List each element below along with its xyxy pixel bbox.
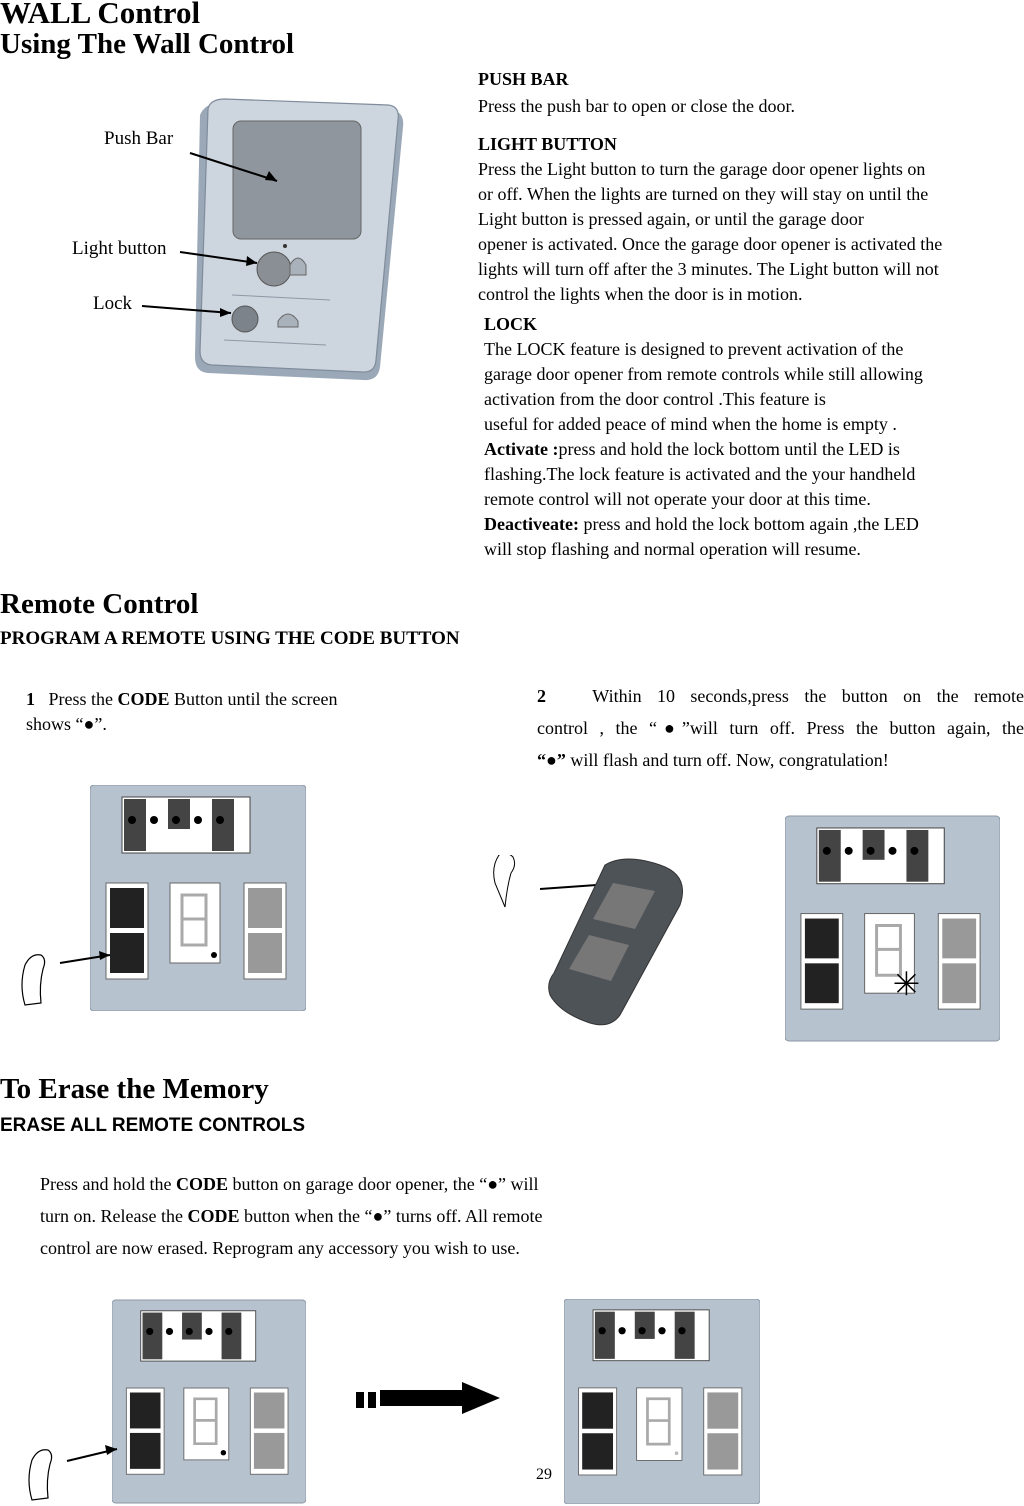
push-bar-text: Press the push bar to open or close the …	[478, 96, 795, 116]
step2-number: 2	[537, 686, 546, 706]
page-subtitle: Using The Wall Control	[0, 28, 295, 60]
erase-l1-pre: Press and hold the	[40, 1174, 176, 1194]
step2-line3: will flash and turn off. Now, congratula…	[565, 750, 889, 770]
erase-l1-post: button on garage door opener, the “●” wi…	[228, 1174, 539, 1194]
text-line: The LOCK feature is designed to prevent …	[484, 339, 904, 359]
page-number: 29	[536, 1466, 552, 1483]
finger-pointer-2	[28, 1445, 118, 1501]
activate-line: Activate :press and hold the lock bottom…	[484, 437, 923, 462]
activate-label: Activate :	[484, 439, 559, 459]
finger-icon	[28, 1449, 53, 1501]
code-panel-illustration-4	[564, 1299, 760, 1504]
erase-section-subtitle: ERASE ALL REMOTE CONTROLS	[0, 1115, 306, 1136]
remote-fob-illustration	[493, 855, 683, 1026]
text-line: lights will turn off after the 3 minutes…	[478, 259, 939, 279]
text-line: will stop flashing and normal operation …	[484, 539, 861, 559]
erase-l2-post: button when the “●” turns off. All remot…	[239, 1206, 543, 1226]
code-keyword: CODE	[117, 689, 170, 709]
text-line: activation from the door control .This f…	[484, 389, 826, 409]
code-panel-illustration-1	[90, 785, 306, 1011]
erase-line-3: control are now erased. Reprogram any ac…	[40, 1238, 520, 1258]
deactivate-label: Deactiveate:	[484, 514, 579, 534]
transition-arrow-icon	[356, 1382, 500, 1414]
text-line: Press the Light button to turn the garag…	[478, 159, 926, 179]
activate-text: press and hold the lock bottom until the…	[558, 439, 900, 459]
house-icon	[277, 313, 299, 328]
text-line: Light button is pressed again, or until …	[478, 209, 864, 229]
erase-line-1: Press and hold the CODE button on garage…	[40, 1168, 542, 1200]
step2-text: 2 Within 10 seconds,press the button on …	[537, 680, 1024, 776]
lock-text: The LOCK feature is designed to prevent …	[484, 337, 923, 562]
code-panel-illustration-2	[785, 815, 1000, 1042]
erase-section-title: To Erase the Memory	[0, 1073, 269, 1105]
finger-pointer-1	[21, 951, 111, 1006]
push-bar-pointer	[189, 152, 278, 182]
push-bar-heading: PUSH BAR	[478, 69, 569, 89]
wall-control-illustration	[141, 98, 404, 381]
light-button-pointer	[179, 251, 258, 264]
push-bar-label: Push Bar	[104, 128, 174, 149]
lock-button-shape	[231, 305, 259, 333]
step2-line2: control , the “●”will turn off. Press th…	[537, 718, 1024, 738]
flashing-led-icon	[894, 971, 919, 996]
deactivate-line: Deactiveate: press and hold the lock bot…	[484, 512, 923, 537]
step1-number: 1	[26, 689, 35, 709]
remote-section-title: Remote Control	[0, 588, 199, 620]
step1-line2: shows “●”.	[26, 714, 107, 734]
lock-pointer	[141, 305, 232, 314]
finger-icon	[493, 855, 516, 908]
push-bar-shape	[232, 120, 362, 240]
code-panel-illustration-3	[112, 1299, 306, 1504]
text-line: useful for added peace of mind when the …	[484, 414, 897, 434]
light-button-shape	[256, 251, 292, 287]
bulb-icon	[289, 257, 307, 276]
text-line: flashing.The lock feature is activated a…	[484, 464, 916, 484]
erase-text: Press and hold the CODE button on garage…	[40, 1168, 542, 1264]
remote-section-subtitle: PROGRAM A REMOTE USING THE CODE BUTTON	[0, 628, 460, 649]
lock-label: Lock	[93, 293, 133, 314]
step2-line1: Within 10 seconds,press the button on th…	[592, 686, 1024, 706]
erase-line-2: turn on. Release the CODE button when th…	[40, 1200, 542, 1232]
text-line: opener is activated. Once the garage doo…	[478, 234, 943, 254]
page-title: WALL Control	[0, 0, 201, 30]
lock-heading: LOCK	[484, 314, 538, 334]
deactivate-text: press and hold the lock bottom again ,th…	[578, 514, 919, 534]
dot-symbol: “●”	[537, 750, 566, 770]
text-line: remote control will not operate your doo…	[484, 489, 871, 509]
erase-l2-pre: turn on. Release the	[40, 1206, 188, 1226]
light-button-label: Light button	[72, 238, 167, 259]
light-button-heading: LIGHT BUTTON	[478, 134, 617, 154]
text-line: garage door opener from remote controls …	[484, 364, 923, 384]
text-line: control the lights when the door is in m…	[478, 284, 803, 304]
light-button-text: Press the Light button to turn the garag…	[478, 157, 942, 307]
step1-post: Button until the screen	[169, 689, 338, 709]
code-keyword: CODE	[175, 1174, 228, 1194]
display-window	[121, 796, 251, 854]
text-line: or off. When the lights are turned on th…	[478, 184, 929, 204]
step1-text: 1 Press the CODE Button until the screen…	[26, 687, 337, 737]
finger-icon	[21, 954, 46, 1006]
step1-pre: Press the	[48, 689, 118, 709]
code-keyword: CODE	[187, 1206, 240, 1226]
